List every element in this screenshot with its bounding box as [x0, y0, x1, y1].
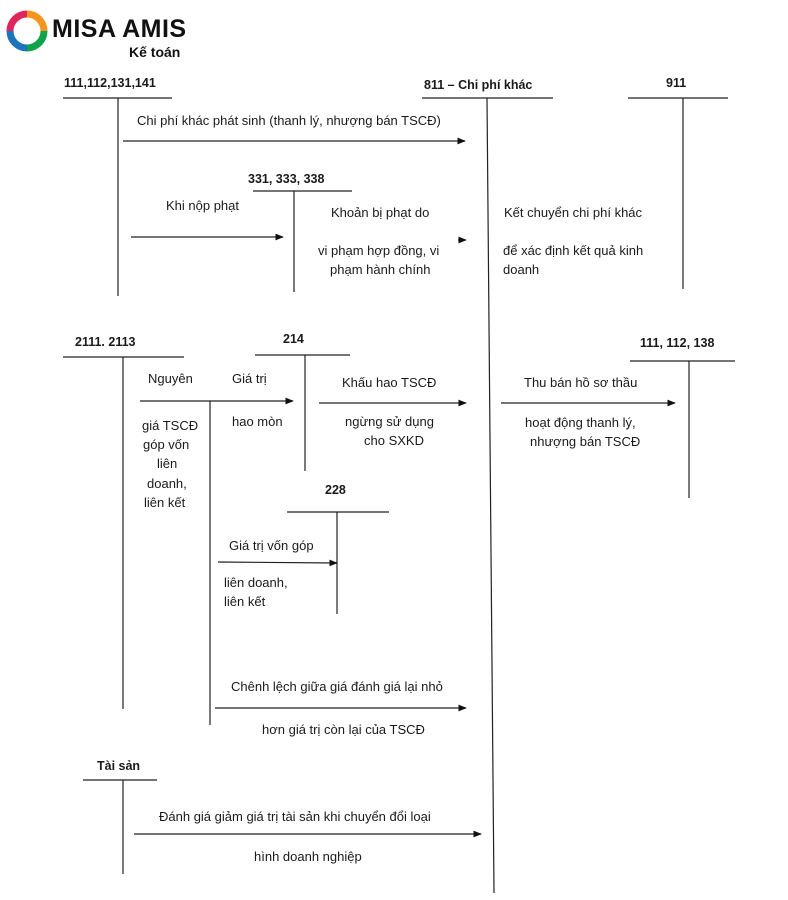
account-811-label: 811 – Chi phí khác — [424, 78, 533, 92]
label-nguyen-gia-6: liên kết — [144, 495, 186, 510]
label-von-gop-2: liên doanh, — [224, 575, 288, 590]
label-khau-hao-2: ngừng sử dụng — [345, 414, 434, 429]
label-danh-gia-giam-2: hình doanh nghiệp — [254, 849, 362, 864]
label-danh-gia-giam-1: Đánh giá giảm giá trị tài sản khi chuyển… — [159, 809, 431, 824]
label-von-gop-1: Giá trị vốn góp — [229, 538, 314, 553]
t-account-811-stem — [486, 97, 495, 894]
label-khoan-phat-3: phạm hành chính — [330, 262, 431, 277]
label-von-gop-3: liên kết — [224, 594, 266, 609]
label-thu-ban-3: nhượng bán TSCĐ — [530, 434, 641, 449]
account-214-label: 214 — [283, 332, 304, 346]
label-chi-phi-khac: Chi phí khác phát sinh (thanh lý, nhượng… — [137, 113, 441, 128]
label-khoan-phat-1: Khoản bị phạt do — [331, 205, 430, 220]
label-nguyen-gia-3: góp vốn — [143, 437, 190, 452]
account-taisan-label: Tài sản — [97, 759, 141, 773]
arrow-von-gop — [217, 559, 338, 567]
label-nguyen-gia-1: Nguyên — [148, 371, 193, 386]
brand-sub: Kế toán — [129, 44, 181, 60]
misa-logo-icon — [6, 10, 48, 52]
account-228-label: 228 — [325, 483, 346, 497]
label-ket-chuyen-2: để xác định kết quả kinh — [503, 243, 644, 258]
label-khau-hao-1: Khấu hao TSCĐ — [342, 375, 437, 390]
label-chenh-lech-2: hơn giá trị còn lại của TSCĐ — [262, 722, 425, 737]
account-111-label: 111,112,131,141 — [64, 76, 156, 90]
label-nguyen-gia-4: liên — [157, 456, 178, 471]
label-khoan-phat-2: vi phạm hợp đồng, vi — [318, 243, 440, 258]
account-911-label: 911 — [666, 76, 687, 90]
label-ket-chuyen-1: Kết chuyển chi phí khác — [504, 205, 643, 220]
account-2111-label: 2111. 2113 — [75, 335, 136, 349]
label-gia-tri: Giá trị — [232, 371, 267, 386]
label-nguyen-gia-2: giá TSCĐ — [142, 418, 199, 433]
account-331-label: 331, 333, 338 — [248, 172, 325, 186]
label-thu-ban-1: Thu bán hồ sơ thầu — [524, 375, 638, 390]
brand-name: MISA AMIS — [52, 15, 187, 43]
account-111b-label: 111, 112, 138 — [640, 336, 715, 350]
label-chenh-lech-1: Chênh lệch giữa giá đánh giá lại nhỏ — [231, 679, 443, 694]
label-thu-ban-2: hoạt động thanh lý, — [525, 415, 636, 430]
label-nguyen-gia-5: doanh, — [147, 476, 187, 491]
label-hao-mon: hao mòn — [232, 414, 283, 429]
label-nop-phat: Khi nộp phạt — [166, 198, 240, 213]
label-ket-chuyen-3: doanh — [503, 262, 540, 277]
label-khau-hao-3: cho SXKD — [364, 433, 424, 448]
